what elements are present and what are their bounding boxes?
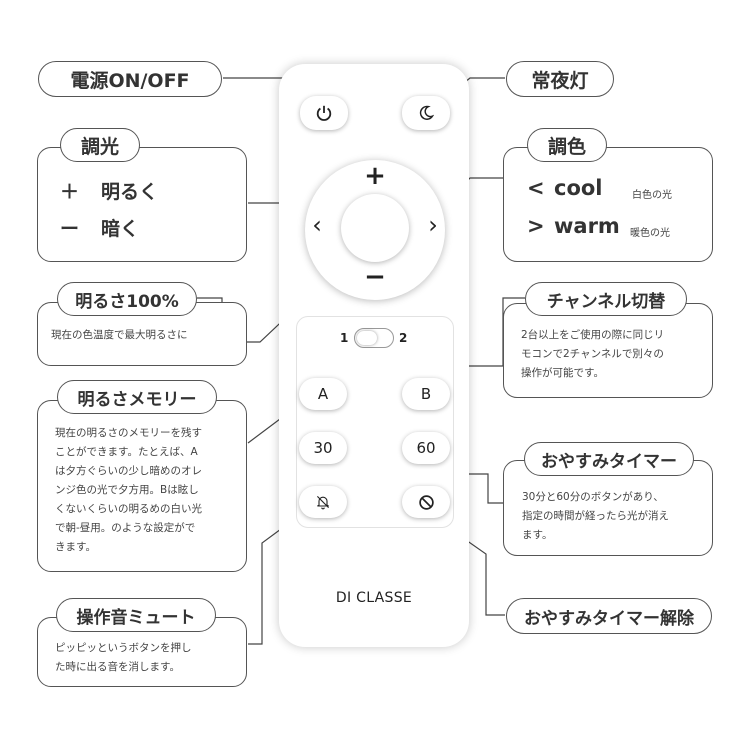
warm-symbol: >: [527, 214, 545, 238]
dimming-plus-text: 明るく: [101, 181, 159, 203]
dial-center-button[interactable]: [341, 194, 409, 262]
timer-cancel-title: おやすみタイマー解除: [506, 598, 712, 634]
sleep-timer-desc: 30分と60分のボタンがあり、 指定の時間が経ったら光が消え ます。: [522, 488, 669, 545]
power-title: 電源ON/OFF: [38, 61, 222, 97]
sleep-timer-desc-line: 指定の時間が経ったら光が消え: [522, 510, 669, 522]
dimming-plus-symbol: ＋: [60, 181, 80, 203]
mute-desc: ピッピッというボタンを押し た時に出る音を消します。: [55, 639, 192, 677]
mute-button[interactable]: [299, 486, 347, 518]
channel-switch[interactable]: [354, 328, 394, 348]
memory-desc-line: くないくらいの明るめの白い光: [55, 503, 202, 515]
brand-label: DI CLASSE: [335, 590, 413, 606]
mute-desc-line: た時に出る音を消します。: [55, 661, 180, 673]
moon-icon: [419, 105, 434, 120]
channel-1-label: 1: [340, 331, 349, 345]
cool-note: 白色の光: [632, 190, 672, 201]
timer-cancel-button[interactable]: [402, 486, 450, 518]
sleep-timer-title: おやすみタイマー: [524, 442, 694, 476]
warm-text: warm: [554, 214, 620, 238]
sleep-timer-desc-line: ます。: [522, 529, 553, 541]
memory-box: [37, 400, 247, 572]
memory-desc-line: 現在の明るさのメモリーを残す: [55, 427, 202, 439]
memory-title: 明るさメモリー: [57, 380, 217, 414]
bell-off-icon: [317, 496, 329, 510]
channel-2-label: 2: [399, 331, 408, 345]
dimming-minus-text: 暗く: [101, 218, 140, 240]
nightlight-title: 常夜灯: [506, 61, 614, 97]
memory-desc-line: で朝-昼用。のような設定がで: [55, 522, 196, 534]
button-panel: [296, 316, 454, 528]
dimming-box: [37, 147, 247, 262]
color-box: [503, 147, 713, 262]
cool-symbol: <: [527, 176, 545, 200]
channel-desc: 2台以上をご使用の際に同じリ モコンで2チャンネルで別々の 操作が可能です。: [521, 326, 664, 383]
channel-box: [503, 303, 713, 398]
memory-desc-line: ンジ色の光で夕方用。Bは眩し: [55, 484, 199, 496]
channel-title: チャンネル切替: [525, 282, 687, 316]
max-bright-title: 明るさ100%: [57, 282, 197, 316]
cool-text: cool: [554, 176, 603, 200]
channel-switch-knob: [357, 331, 377, 345]
power-icon: [316, 105, 332, 121]
max-bright-desc: 現在の色温度で最大明るさに: [51, 329, 188, 341]
timer-30-button[interactable]: 30: [299, 432, 347, 464]
sleep-timer-desc-line: 30分と60分のボタンがあり、: [522, 491, 664, 503]
memory-desc: 現在の明るさのメモリーを残す ことができます。たとえば、A は夕方ぐらいの少し暗…: [55, 424, 202, 557]
brighten-button[interactable]: +: [364, 161, 386, 191]
dimming-minus-symbol: ー: [60, 218, 80, 240]
cool-button[interactable]: ‹: [312, 211, 322, 239]
dimming-title: 調光: [60, 128, 140, 162]
mute-title: 操作音ミュート: [56, 598, 216, 632]
dim-button[interactable]: −: [364, 262, 386, 292]
sleep-timer-box: [503, 460, 713, 556]
memory-b-button[interactable]: B: [402, 378, 450, 410]
memory-desc-line: ことができます。たとえば、A: [55, 446, 198, 458]
timer-60-button[interactable]: 60: [402, 432, 450, 464]
mute-desc-line: ピッピッというボタンを押し: [55, 642, 192, 654]
channel-desc-line: モコンで2チャンネルで別々の: [521, 348, 664, 360]
color-title: 調色: [527, 128, 607, 162]
power-button[interactable]: [300, 96, 348, 130]
warm-note: 暖色の光: [630, 228, 670, 239]
memory-desc-line: は夕方ぐらいの少し暗めのオレ: [55, 465, 202, 477]
memory-a-button[interactable]: A: [299, 378, 347, 410]
memory-desc-line: きます。: [55, 541, 96, 553]
nightlight-button[interactable]: [402, 96, 450, 130]
cancel-icon: [418, 494, 434, 510]
channel-desc-line: 操作が可能です。: [521, 367, 604, 379]
warm-button[interactable]: ›: [428, 211, 438, 239]
channel-desc-line: 2台以上をご使用の際に同じリ: [521, 329, 665, 341]
